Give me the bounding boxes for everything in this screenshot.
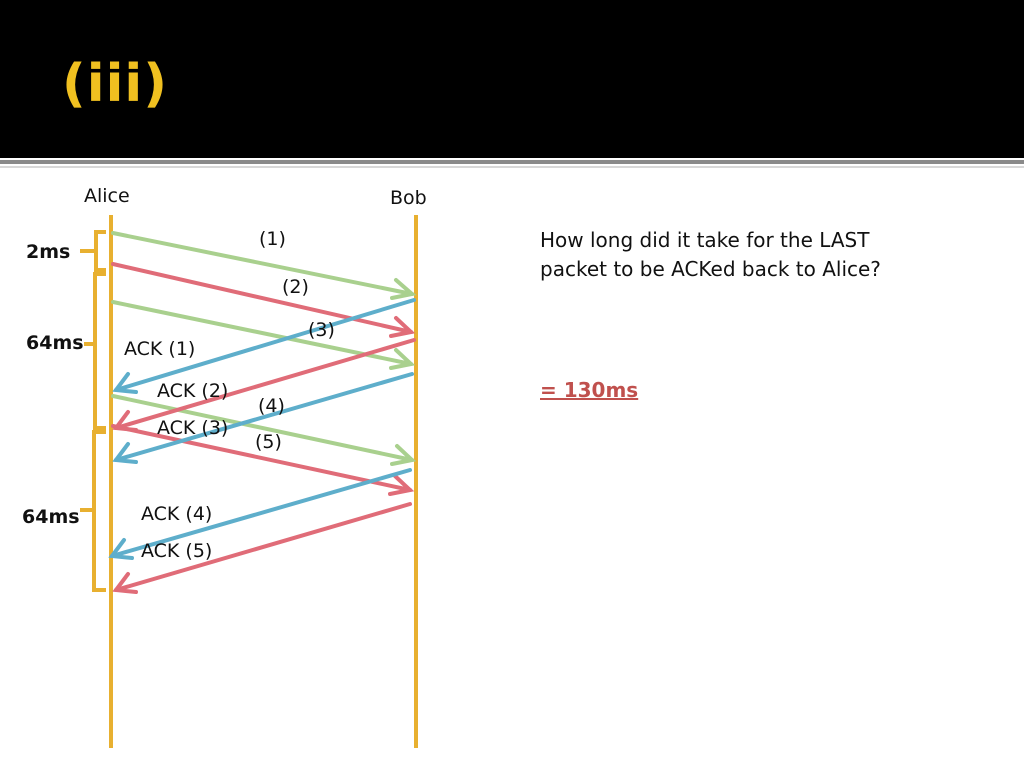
- ack-label-4: ACK (4): [141, 503, 212, 525]
- packet-arrow-5: [111, 424, 415, 496]
- ack-label-1: ACK (1): [124, 338, 195, 360]
- packet-label-3: (3): [308, 319, 335, 341]
- answer-text: = 130ms: [540, 378, 639, 402]
- packet-label-2: (2): [282, 276, 309, 298]
- bracket-64ms-first: [93, 272, 106, 430]
- ack-arrow-2: [112, 338, 416, 432]
- bracket-label-2ms: 2ms: [26, 241, 70, 263]
- packet-arrow-2: [111, 262, 416, 338]
- ack-arrow-3: [112, 372, 414, 464]
- packet-label-1: (1): [259, 228, 286, 250]
- bracket-label-64ms-second: 64ms: [22, 506, 80, 528]
- packet-arrow-4: [111, 394, 417, 466]
- bracket-label-64ms-first: 64ms: [26, 332, 84, 354]
- packet-arrow-1: [111, 231, 417, 300]
- packet-label-4: (4): [258, 395, 285, 417]
- header-divider-light: [0, 166, 1024, 168]
- slide-header: [0, 0, 1024, 158]
- bracket-64ms-second: [92, 430, 106, 592]
- ack-label-3: ACK (3): [157, 417, 228, 439]
- packet-label-5: (5): [255, 431, 282, 453]
- slide-title: (iii): [62, 54, 169, 114]
- header-divider: [0, 160, 1024, 164]
- question-text: How long did it take for the LAST packet…: [540, 228, 881, 281]
- ack-arrow-1: [112, 298, 416, 394]
- ack-label-5: ACK (5): [141, 540, 212, 562]
- bob-label: Bob: [390, 187, 427, 209]
- alice-label: Alice: [84, 185, 130, 207]
- bracket-2ms: [94, 230, 106, 272]
- ack-arrow-5: [112, 502, 412, 594]
- ack-arrow-4: [108, 468, 412, 560]
- ack-label-2: ACK (2): [157, 380, 228, 402]
